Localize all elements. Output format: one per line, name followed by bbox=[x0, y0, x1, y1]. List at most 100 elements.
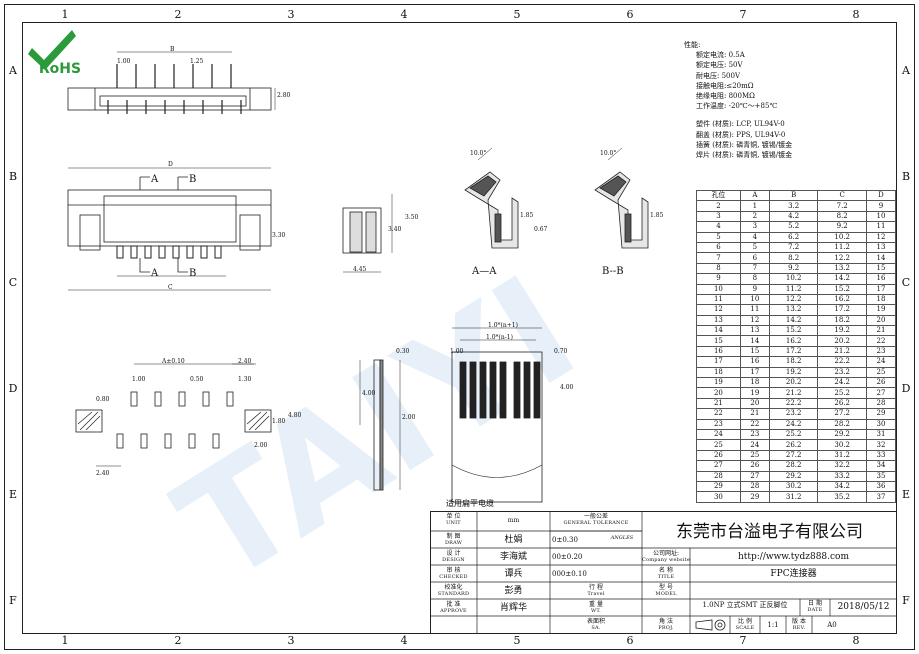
dim-c: C bbox=[168, 284, 173, 291]
tb-cn: 批 准 bbox=[446, 601, 461, 608]
tb-scale-value: 1:1 bbox=[767, 621, 779, 629]
tb-en: Company website bbox=[642, 557, 690, 563]
rohs-logo: RoHS bbox=[24, 26, 96, 80]
tb-cn: 角 法 bbox=[659, 618, 673, 625]
dim-footprint-100: 1.00 bbox=[132, 376, 146, 383]
table-cell: 37 bbox=[865, 491, 897, 503]
row-label: C bbox=[8, 276, 18, 289]
spec-line: 接触电阻:≤20mΩ bbox=[696, 81, 754, 90]
tb-draw-value: 杜娟 bbox=[504, 535, 523, 545]
tb-tolerance-angles: ANGLES bbox=[610, 535, 634, 541]
row-label: A bbox=[902, 64, 910, 77]
row-label: F bbox=[9, 594, 17, 607]
dim-350: 3.50 bbox=[405, 214, 419, 221]
col-label: 4 bbox=[400, 8, 408, 21]
dim-section-a1: 1.85 bbox=[520, 212, 534, 219]
dim-340: 3.40 bbox=[388, 226, 402, 233]
dim-cable-030: 0.30 bbox=[396, 348, 410, 355]
spec-line: 绝缘电阻: 800MΩ bbox=[696, 92, 755, 101]
row-label: B bbox=[901, 170, 911, 183]
drawing-outer-border bbox=[4, 4, 915, 650]
material-line: 插簧 (材质): 磷青铜, 镀锡/镀金 bbox=[696, 140, 793, 149]
tb-cn: 表面积 bbox=[586, 618, 605, 625]
tb-cn: 单 位 bbox=[446, 513, 461, 520]
tb-cn: 名 称 bbox=[659, 567, 673, 574]
tb-en: SCALE bbox=[735, 625, 755, 631]
tb-en: DESIGN bbox=[442, 557, 465, 563]
dim-125: 1.25 bbox=[190, 58, 204, 65]
tb-cn: 公司网址: bbox=[652, 550, 680, 557]
tb-cn: 比 例 bbox=[738, 618, 752, 625]
dim-b: B bbox=[170, 46, 175, 53]
tb-website: http://www.tydz888.com bbox=[737, 552, 850, 562]
tb-en: WT. bbox=[591, 608, 601, 614]
dim-330: 3.30 bbox=[272, 232, 286, 239]
dim-445: 4.45 bbox=[353, 266, 367, 273]
spec-title: 性能: bbox=[684, 41, 701, 49]
row-label: D bbox=[8, 382, 18, 395]
dim-footprint-480: 4.80 bbox=[288, 412, 302, 419]
tb-cn: 日 期 bbox=[808, 600, 822, 607]
tb-cn: 重 量 bbox=[589, 601, 603, 608]
material-line: 焊片 (材质): 磷青铜, 镀锡/镀金 bbox=[696, 151, 793, 160]
tb-company-name: 东莞市台溢电子有限公司 bbox=[676, 522, 863, 542]
material-line: 翻盖 (材质): PPS, UL94V-0 bbox=[696, 130, 786, 139]
col-label: 3 bbox=[287, 634, 295, 647]
tb-rev-value: A0 bbox=[827, 621, 837, 629]
tb-en: REV. bbox=[792, 625, 806, 631]
spec-line: 额定电压: 50V bbox=[696, 61, 743, 70]
col-label: 4 bbox=[400, 634, 408, 647]
dim-footprint-080: 0.80 bbox=[96, 396, 110, 403]
tb-cn: 校准化 bbox=[444, 584, 463, 591]
tb-tolerance-1: 0±0.30 bbox=[552, 536, 578, 544]
dim-cable-200: 2.00 bbox=[402, 414, 416, 421]
tb-cn: 行 程 bbox=[589, 584, 603, 591]
section-angle-b: 10.0° bbox=[600, 150, 617, 157]
row-label: D bbox=[901, 382, 911, 395]
tb-tolerance-3: 000±0.10 bbox=[552, 570, 587, 578]
tb-cn: 型 号 bbox=[659, 584, 673, 591]
specifications: 性能: 额定电流: 0.5A 额定电压: 50V 耐电压: 500V 接触电阻:… bbox=[684, 40, 874, 160]
section-label-b: B bbox=[189, 174, 197, 185]
tb-cn: 设 计 bbox=[446, 550, 461, 557]
dim-footprint-a: A±0.10 bbox=[162, 358, 185, 365]
col-label: 1 bbox=[61, 8, 69, 21]
spec-line: 耐电压: 500V bbox=[696, 71, 740, 80]
col-label: 7 bbox=[739, 8, 747, 21]
col-label: 3 bbox=[287, 8, 295, 21]
section-a-a bbox=[464, 147, 519, 249]
row-label: C bbox=[901, 276, 911, 289]
col-label: 1 bbox=[61, 634, 69, 647]
dim-footprint-240: 2.40 bbox=[238, 358, 252, 365]
section-angle-a: 10.0° bbox=[470, 150, 487, 157]
col-label: 7 bbox=[739, 634, 747, 647]
dim-footprint-240b: 2.40 bbox=[96, 470, 110, 477]
table-cell: 29 bbox=[739, 491, 770, 503]
tb-en: CHECKED bbox=[439, 574, 468, 580]
fpc-cable bbox=[451, 327, 543, 503]
dim-fpc-top: 1.0*(n+1) bbox=[488, 322, 518, 329]
tb-en: PROJ. bbox=[658, 625, 674, 631]
tb-en: GENERAL TOLERANCE bbox=[563, 520, 629, 526]
front-view bbox=[67, 167, 272, 291]
material-line: 塑件 (材质): LCP, UL94V-0 bbox=[696, 120, 785, 129]
pcb-footprint bbox=[75, 363, 272, 467]
projection-symbol-icon bbox=[695, 619, 726, 631]
rohs-check-icon bbox=[28, 30, 76, 70]
section-b-b bbox=[594, 147, 649, 249]
col-label: 2 bbox=[174, 634, 182, 647]
section-label-b: B bbox=[189, 268, 197, 279]
tb-model-value: 1.0NP 立式SMT 正反脚位 bbox=[702, 601, 788, 609]
